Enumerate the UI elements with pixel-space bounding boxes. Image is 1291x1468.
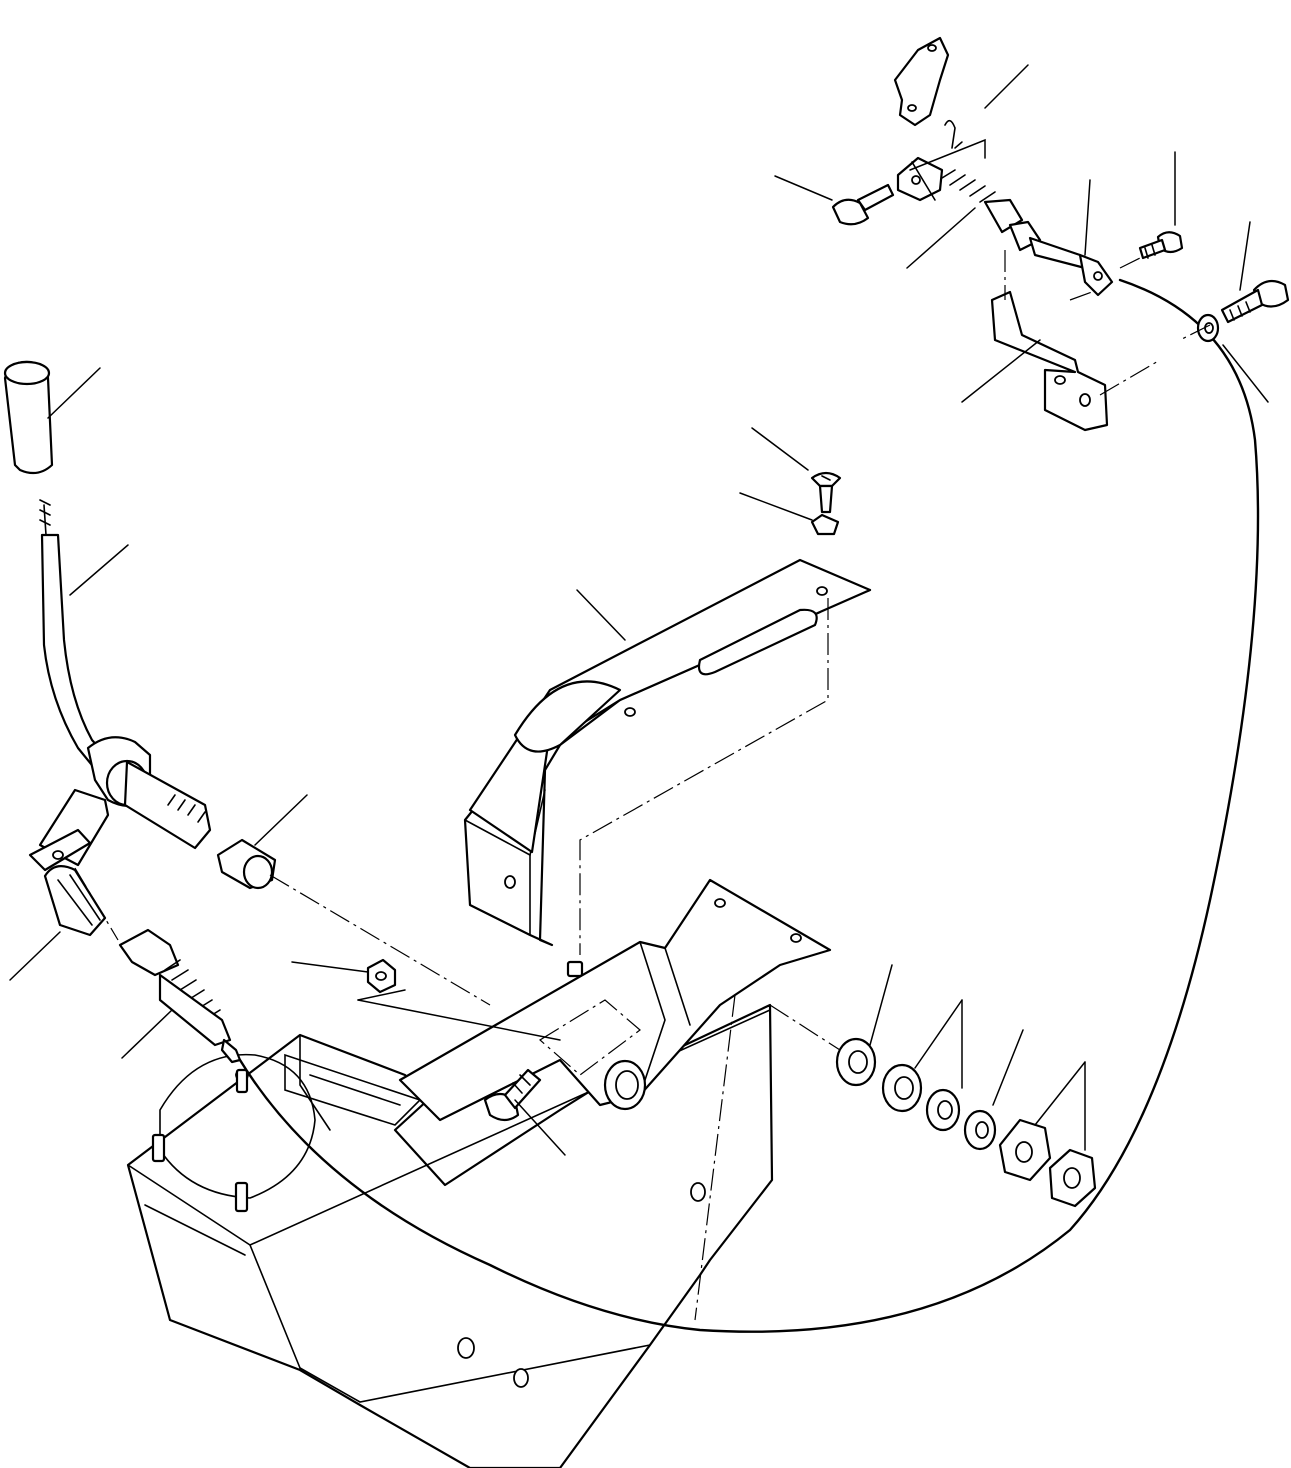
guide-plate [465, 560, 870, 945]
cable-bracket [992, 292, 1107, 430]
washer-lock [965, 1111, 995, 1149]
lever-bushing [218, 840, 275, 888]
washer-spring [927, 1090, 959, 1130]
cable-end-clevis-right [898, 158, 942, 200]
lever-housing [128, 1005, 772, 1468]
link-plate [895, 38, 948, 125]
washer-flat-2 [883, 1065, 921, 1111]
clevis-pin [833, 185, 893, 224]
cotter-pin [945, 121, 955, 148]
bolt-bracket-mount [485, 1070, 540, 1120]
screw-guide-plate [812, 473, 840, 512]
nut-small [368, 960, 395, 992]
housing-pivot-bracket [400, 880, 830, 1120]
callout-leaders [10, 65, 1268, 1155]
lever-knob [5, 362, 52, 473]
bolt-cable-clamp [1140, 232, 1182, 258]
cable-adjuster-right [942, 170, 1085, 268]
washer-cable-bracket [1198, 315, 1218, 341]
bolt-cable-bracket [1222, 281, 1288, 322]
washer-flat-1 [837, 1039, 875, 1085]
washer-guide-plate [812, 515, 838, 534]
cable-adjuster-left [120, 930, 240, 1062]
cable-end-clevis-left [45, 866, 105, 935]
control-cable [240, 280, 1258, 1332]
nut-2 [1050, 1150, 1095, 1206]
shift-lever [30, 500, 210, 870]
cable-clamp [1080, 255, 1112, 295]
assembly-lines [75, 250, 1210, 1320]
nut-1 [1000, 1120, 1050, 1180]
